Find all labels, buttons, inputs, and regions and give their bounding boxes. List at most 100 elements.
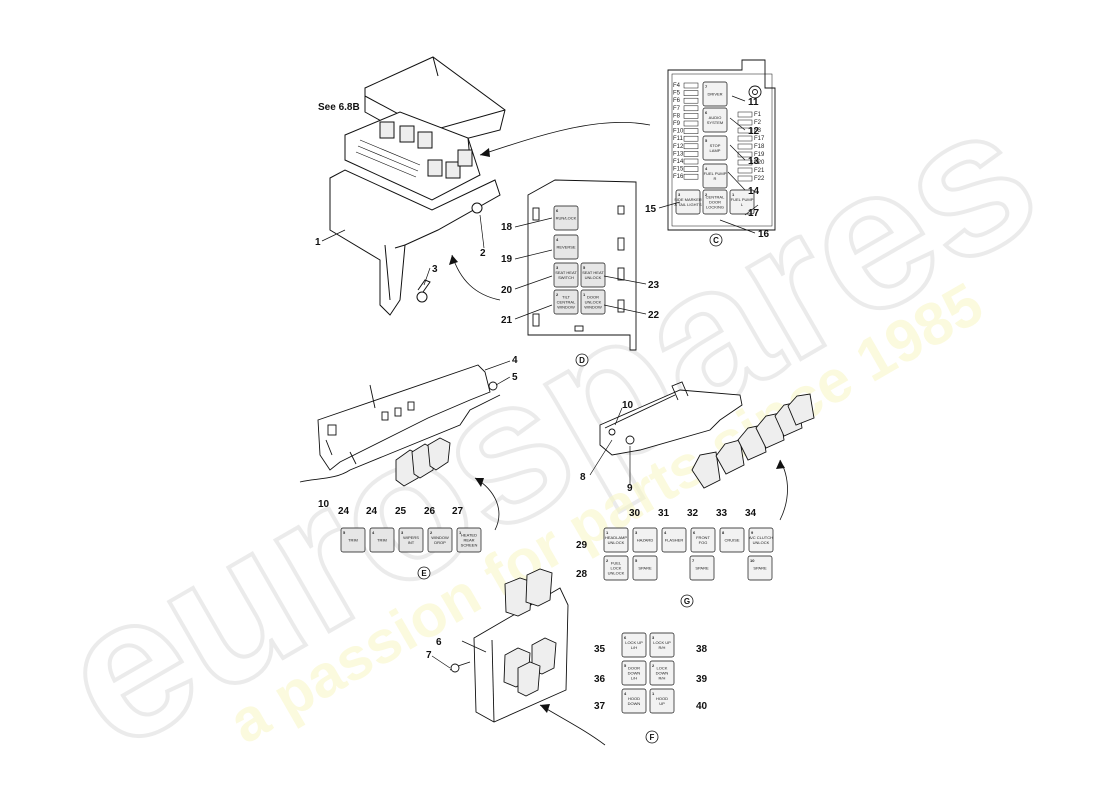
view-f-relay-3-label: LOCK UP [653, 640, 671, 645]
fuse-slot [737, 111, 753, 118]
view-f-relay-4-body [621, 688, 647, 714]
view-e-relay-2-number: 2 [430, 530, 433, 535]
callout-10-g: 10 [622, 400, 634, 411]
view-f-relay-4-label: DOWN [628, 701, 641, 706]
view-e-relay-4-label: TRIM [377, 538, 387, 543]
view-c-relay-6-label: SYSTEM [707, 120, 723, 125]
view-d-relay-4-body [553, 234, 579, 260]
view-c-relay-2-body [702, 189, 728, 215]
callout-6: 6 [436, 637, 442, 648]
view-labels [417, 233, 723, 744]
view-d-relay-2-label: WINDOW [557, 305, 575, 310]
view-g-relay-9-label: UNLOCK [753, 540, 770, 545]
view-c-relay-5-label: LAMP [710, 148, 721, 153]
view-label-e: E [421, 569, 427, 578]
fuse-label: F2 [754, 120, 762, 126]
view-d-relay-1-number: 1 [583, 292, 586, 297]
view-g-relay-1-label: HEADLAMP [605, 535, 627, 540]
view-d-relay-5-label: SEAT HEAT [582, 270, 604, 275]
view-g-relay-1-body [603, 527, 629, 553]
arrow-heads [449, 148, 785, 713]
fuse-slot [737, 135, 753, 142]
view-g-relay-3-body [632, 527, 658, 553]
view-c-relay-3-body [675, 189, 701, 215]
view-f-relay-6-body [621, 632, 647, 658]
callout-20: 20 [501, 285, 513, 296]
view-c-relay-2-label: DOOR [709, 200, 721, 205]
fuse-slot [737, 143, 753, 150]
callout-33: 33 [716, 508, 728, 519]
callout-30: 30 [629, 508, 641, 519]
view-c-relay-3-number: 3 [678, 192, 681, 197]
view-g-relay-3-number: 3 [635, 530, 638, 535]
view-g-relay-7-body [689, 555, 715, 581]
view-e-relay-5-body [340, 527, 366, 553]
fuse-slot [683, 113, 699, 119]
callout-2: 2 [480, 248, 486, 259]
view-c-relay-4-body [702, 163, 728, 189]
view-g-relay-9-label: A/C CLUTCH [749, 535, 773, 540]
view-c-relay-6-number: 6 [705, 110, 708, 115]
callout-3: 3 [432, 264, 438, 275]
view-d-relay-1-label: DOOR [587, 295, 599, 300]
fuse-label: F12 [673, 144, 684, 150]
view-g-relay-7-label: SPARE [695, 566, 709, 571]
fuse-slot [683, 97, 699, 104]
view-e-relay-1-number: 1 [459, 530, 462, 535]
view-g-relay-6-body [690, 527, 716, 553]
fuse-slot [683, 105, 699, 112]
view-d-relay-2-label: CENTRAL [557, 300, 576, 305]
fuse-label: F8 [673, 113, 681, 119]
view-e-relay-2-label: WINDOW [431, 535, 449, 540]
view-label-f: F [650, 733, 655, 742]
leader-lines [321, 95, 759, 669]
view-g-relays: 1HEADLAMPUNLOCK3HAZARD4FLASHER6FRONTFOG8… [603, 527, 774, 581]
view-g-relay-6-label: FOG [699, 540, 708, 545]
fuse-label: F13 [673, 151, 684, 157]
view-c-relay-5-label: STOP [710, 143, 721, 148]
callout-18: 18 [501, 222, 513, 233]
view-f-relay-3-number: 3 [652, 635, 655, 640]
fuse-slot [737, 127, 753, 134]
view-g-relay-2-label: FUEL [611, 561, 622, 566]
view-g-relay-10-label: SPARE [753, 566, 767, 571]
view-c-relay-5-body [702, 135, 728, 161]
callout-28: 28 [576, 569, 588, 580]
view-d-relay-3-body [553, 262, 579, 288]
callout-numbers: 1 2 3 4 5 6 7 8 9 10 10 11 12 13 14 15 1… [315, 97, 770, 712]
view-f-relay-4-number: 4 [624, 691, 627, 696]
view-f-plate [449, 568, 569, 723]
view-d-relay-5-label: UNLOCK [585, 275, 602, 280]
view-f-relay-2-number: 2 [652, 663, 655, 668]
view-c-relay-1-body [729, 189, 755, 215]
callout-29: 29 [576, 540, 588, 551]
fuse-label: F5 [673, 91, 681, 97]
view-c-relay-1-label: L [741, 202, 744, 207]
callout-39: 39 [696, 674, 708, 685]
view-g-relay-5-body [632, 555, 658, 581]
view-d-relay-1-label: UNLOCK [585, 300, 602, 305]
view-f-relay-6-label: LOCK UP [625, 640, 643, 645]
view-g-bracket [599, 381, 815, 489]
view-e-relay-3-body [398, 527, 424, 553]
view-f-relay-5-number: 5 [624, 663, 627, 668]
view-f-relay-1-label: HOOD [656, 696, 668, 701]
view-e-relay-3-label: INT [408, 540, 415, 545]
fuse-label: F22 [754, 176, 765, 182]
view-d-relay-6-number: 6 [556, 208, 559, 213]
view-c-relay-2-label: CENTRAL [706, 195, 725, 200]
